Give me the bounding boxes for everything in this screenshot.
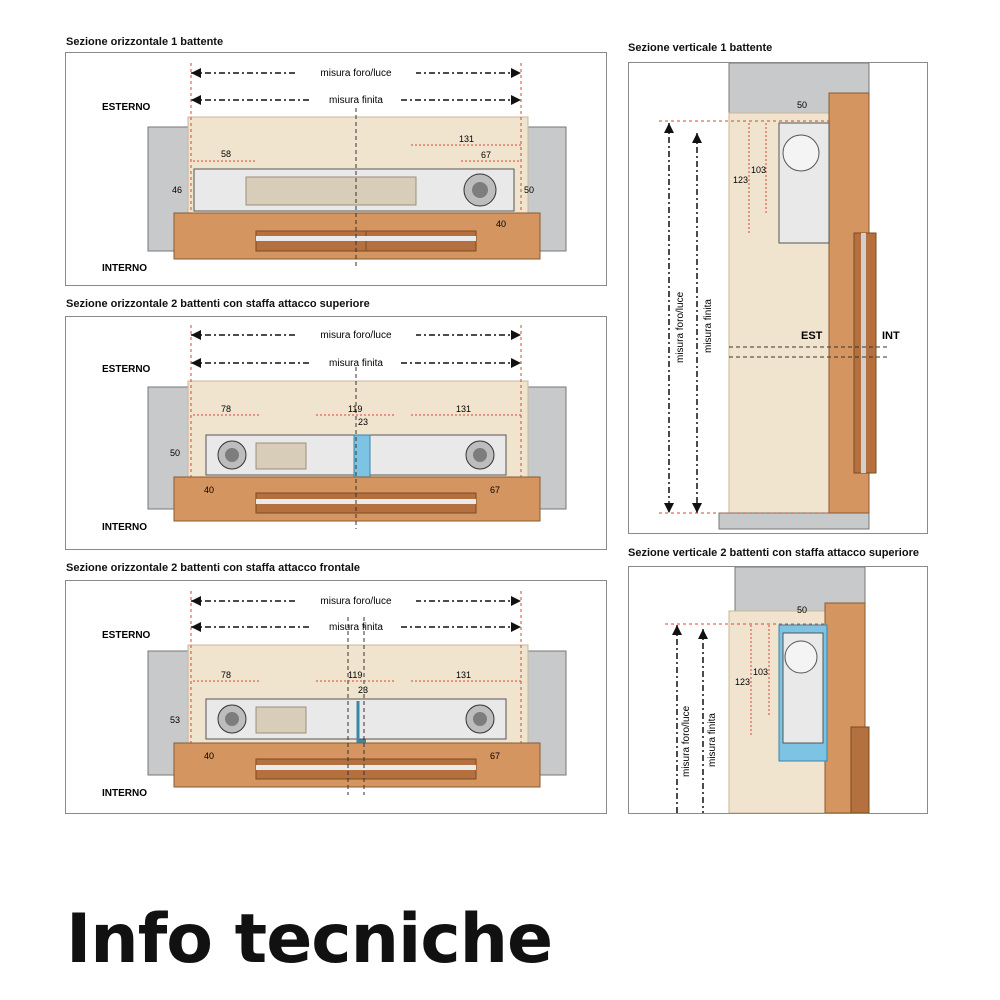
section-title-v2: Sezione verticale 2 battenti con staffa … [628, 547, 919, 559]
horizontal-section-2-svg: misura foro/luce misura finita ESTERNO I… [102, 325, 567, 533]
label-misura-foro-luce: misura foro/luce [675, 291, 686, 363]
dim-23: 23 [358, 417, 368, 427]
dim-131: 131 [456, 670, 471, 680]
drawing-v2: misura foro/luce misura finita 50 103 12… [628, 566, 928, 814]
label-interno: INTERNO [102, 263, 147, 274]
label-misura-finita: misura finita [707, 713, 718, 767]
dim-131: 131 [456, 404, 471, 414]
label-misura-finita: misura finita [329, 622, 383, 633]
dim-40: 40 [204, 485, 214, 495]
horizontal-section-3-svg: misura foro/luce misura finita ESTERNO I… [102, 591, 567, 799]
dim-67: 67 [490, 485, 500, 495]
dim-78: 78 [221, 404, 231, 414]
dim-123: 123 [733, 175, 748, 185]
label-interno: INTERNO [102, 788, 147, 799]
section-title-h3: Sezione orizzontale 2 battenti con staff… [66, 562, 360, 574]
label-int: INT [882, 330, 900, 342]
roller-drum [784, 640, 818, 674]
dim-103: 103 [753, 667, 768, 677]
section-title-v1: Sezione verticale 1 battente [628, 42, 773, 54]
dim-23: 23 [358, 685, 368, 695]
roller-fabric [245, 176, 417, 206]
label-esterno: ESTERNO [102, 102, 151, 113]
dim-50: 50 [797, 605, 807, 615]
dim-58: 58 [221, 149, 231, 159]
label-misura-finita: misura finita [703, 299, 714, 353]
label-interno: INTERNO [102, 522, 147, 533]
bracket-front [356, 701, 366, 743]
label-esterno: ESTERNO [102, 630, 151, 641]
dim-103: 103 [751, 165, 766, 175]
drawing-h1: misura foro/luce misura finita ESTERNO I… [65, 52, 607, 286]
dim-67: 67 [481, 150, 491, 160]
drawing-h3: misura foro/luce misura finita ESTERNO I… [65, 580, 607, 814]
dim-119: 119 [348, 404, 362, 414]
label-misura-foro-luce: misura foro/luce [320, 68, 392, 79]
label-misura-foro-luce: misura foro/luce [681, 705, 692, 777]
dim-119: 119 [348, 670, 362, 680]
vertical-section-1-svg: misura foro/luce misura finita 50 103 12… [659, 63, 900, 530]
label-misura-finita: misura finita [329, 95, 383, 106]
dim-78: 78 [221, 670, 231, 680]
dim-40: 40 [204, 751, 214, 761]
drawing-v1: misura foro/luce misura finita 50 103 12… [628, 62, 928, 534]
sill [718, 512, 870, 530]
roller-drum [782, 134, 820, 172]
label-est: EST [801, 330, 823, 342]
horizontal-section-1-svg: misura foro/luce misura finita ESTERNO I… [102, 63, 567, 274]
dim-53: 53 [170, 715, 180, 725]
drawing-h2: misura foro/luce misura finita ESTERNO I… [65, 316, 607, 550]
dim-46: 46 [172, 185, 182, 195]
dim-131: 131 [459, 134, 474, 144]
dim-123: 123 [735, 677, 750, 687]
section-title-h2: Sezione orizzontale 2 battenti con staff… [66, 298, 370, 310]
label-misura-foro-luce: misura foro/luce [320, 596, 392, 607]
bracket-blue [353, 434, 371, 478]
dim-50: 50 [797, 100, 807, 110]
label-misura-foro-luce: misura foro/luce [320, 330, 392, 341]
dim-50: 50 [170, 448, 180, 458]
dim-67: 67 [490, 751, 500, 761]
page-title: Info tecniche [66, 900, 553, 979]
section-title-h1: Sezione orizzontale 1 battente [66, 36, 224, 48]
dim-50: 50 [524, 185, 534, 195]
label-misura-finita: misura finita [329, 358, 383, 369]
dim-40: 40 [496, 219, 506, 229]
label-esterno: ESTERNO [102, 364, 151, 375]
vertical-section-2-svg: misura foro/luce misura finita 50 103 12… [665, 567, 870, 813]
